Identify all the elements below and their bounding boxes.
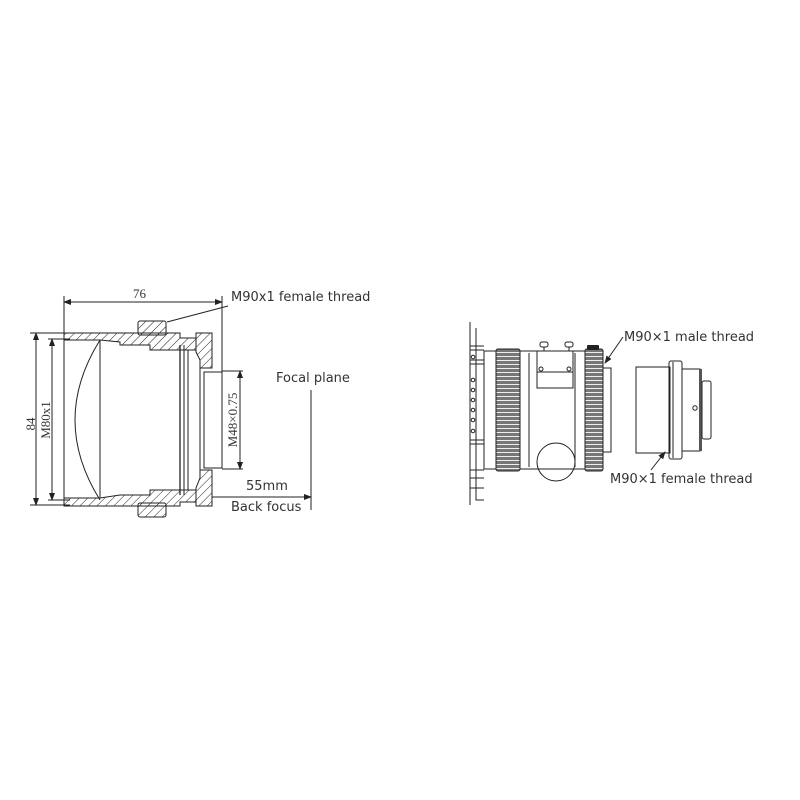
rear-thread-dimension: M48×0.75 — [222, 370, 243, 470]
front-thread-value: M80x1 — [38, 401, 53, 439]
rear-thread-value: M48×0.75 — [225, 393, 240, 448]
focus-ring — [495, 348, 521, 472]
lens-section-view: 76 84 M80x1 — [23, 286, 370, 518]
camera-flange — [469, 322, 484, 505]
back-focus-label: Back focus — [231, 500, 302, 515]
lens-assembly-view: M90×1 male thread M90×1 female thread — [469, 322, 754, 505]
length-dimension: 76 — [63, 286, 223, 372]
male-thread-label: M90×1 male thread — [624, 330, 754, 345]
mount-adapter — [635, 360, 712, 460]
top-clamp — [536, 341, 574, 389]
mount-ring — [137, 320, 167, 518]
length-value: 76 — [133, 286, 147, 301]
outer-diameter-value: 84 — [23, 417, 38, 431]
mount-thread-leader — [166, 305, 229, 323]
rear-ring — [584, 348, 604, 472]
male-thread — [602, 367, 612, 453]
female-thread-label: M90×1 female thread — [610, 472, 753, 487]
back-focus-value: 55mm — [246, 479, 288, 494]
lens-barrel — [63, 332, 197, 507]
mount-thread-label: M90x1 female thread — [231, 290, 370, 305]
diameter-dimensions: 84 M80x1 — [23, 332, 70, 506]
rear-adapter — [195, 332, 223, 507]
locking-knob — [536, 442, 576, 482]
focal-plane-label: Focal plane — [276, 371, 350, 386]
